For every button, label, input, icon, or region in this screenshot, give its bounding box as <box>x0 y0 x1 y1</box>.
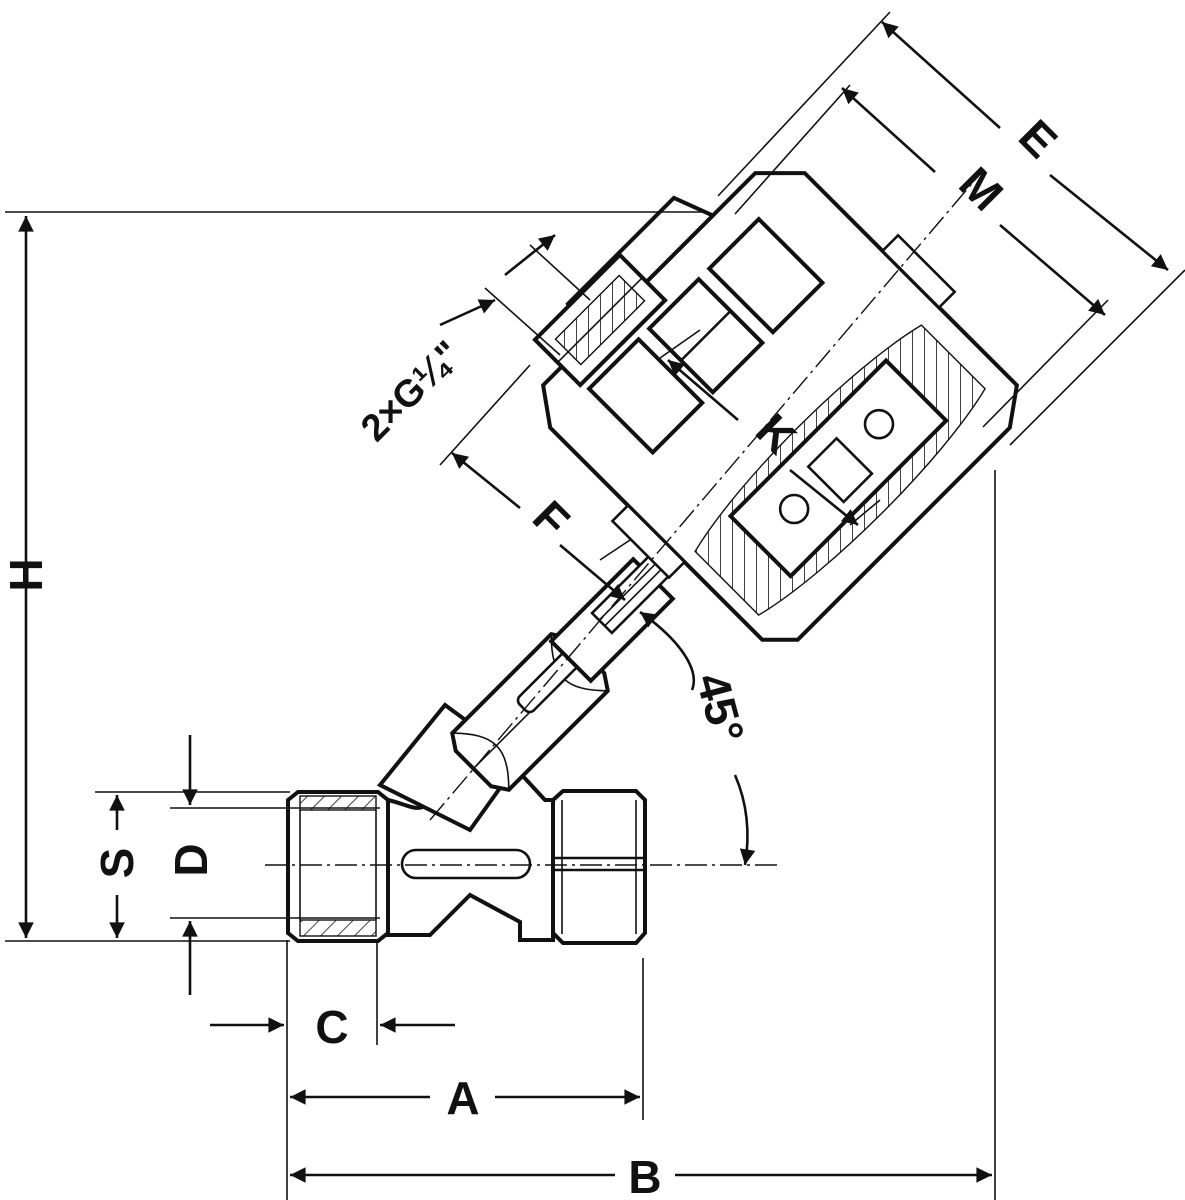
label-port-size: 2×G¼" <box>353 333 469 449</box>
label-C: C <box>315 1001 348 1053</box>
dimension-lines <box>18 21 1169 1183</box>
valve-bonnet-stem <box>376 505 720 833</box>
air-port-fitting <box>532 252 668 388</box>
label-angle-45: 45° <box>686 668 754 749</box>
label-A: A <box>446 1072 479 1124</box>
label-M: M <box>949 157 1013 221</box>
extension-lines <box>5 11 1185 1200</box>
label-H: H <box>0 558 52 591</box>
pneumatic-actuator <box>540 171 1020 642</box>
label-E: E <box>1009 109 1067 167</box>
label-B: B <box>628 1151 661 1200</box>
label-D: D <box>165 843 217 876</box>
label-F: F <box>523 490 580 547</box>
label-S: S <box>91 848 143 879</box>
center-lines <box>265 179 976 866</box>
